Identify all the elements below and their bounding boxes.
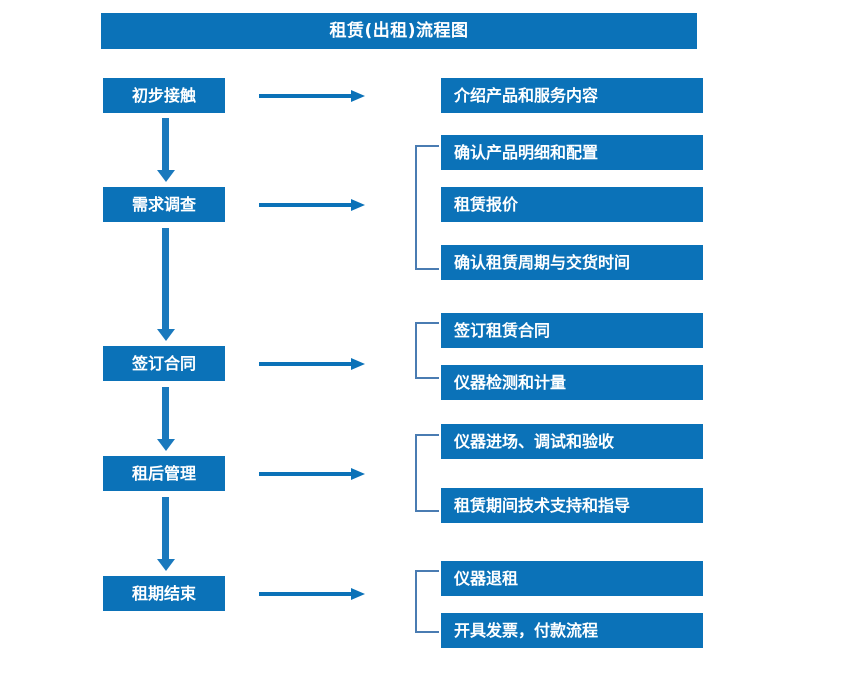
arrow-head-down-icon [157, 559, 175, 571]
stage-box-2[interactable]: 需求调查 [103, 187, 225, 222]
chart-title-banner: 租赁(出租)流程图 [101, 13, 697, 49]
group-bracket-3 [415, 434, 439, 512]
detail-label: 介绍产品和服务内容 [454, 85, 599, 105]
arrow-head-down-icon [157, 170, 175, 182]
detail-box-1[interactable]: 介绍产品和服务内容 [441, 78, 703, 113]
vertical-arrow-1 [157, 118, 175, 182]
page-title: 租赁(出租)流程图 [329, 20, 469, 41]
detail-label: 仪器检测和计量 [454, 372, 567, 392]
vertical-arrow-3 [157, 387, 175, 451]
detail-box-9[interactable]: 仪器退租 [441, 561, 703, 596]
detail-box-3[interactable]: 租赁报价 [441, 187, 703, 222]
arrow-head-right-icon [351, 90, 365, 102]
arrow-head-down-icon [157, 439, 175, 451]
detail-label: 仪器进场、调试和验收 [454, 431, 615, 451]
stage-box-4[interactable]: 租后管理 [103, 456, 225, 491]
stage-box-3[interactable]: 签订合同 [103, 346, 225, 381]
arrow-shaft [259, 362, 351, 366]
horizontal-arrow-5 [259, 587, 365, 601]
group-bracket-1 [415, 145, 439, 270]
group-bracket-2 [415, 322, 439, 379]
horizontal-arrow-4 [259, 467, 365, 481]
detail-box-8[interactable]: 租赁期间技术支持和指导 [441, 488, 703, 523]
vertical-arrow-4 [157, 497, 175, 571]
detail-box-6[interactable]: 仪器检测和计量 [441, 365, 703, 400]
detail-box-4[interactable]: 确认租赁周期与交货时间 [441, 245, 703, 280]
horizontal-arrow-3 [259, 357, 365, 371]
stage-label: 租后管理 [131, 463, 196, 483]
arrow-shaft [162, 497, 169, 559]
stage-label: 租期结束 [131, 583, 196, 603]
detail-box-5[interactable]: 签订租赁合同 [441, 313, 703, 348]
detail-label: 开具发票，付款流程 [454, 620, 599, 640]
detail-box-7[interactable]: 仪器进场、调试和验收 [441, 424, 703, 459]
stage-label: 初步接触 [131, 85, 196, 105]
detail-box-2[interactable]: 确认产品明细和配置 [441, 135, 703, 170]
horizontal-arrow-1 [259, 89, 365, 103]
arrow-shaft [259, 592, 351, 596]
stage-label: 签订合同 [131, 353, 196, 373]
arrow-head-right-icon [351, 588, 365, 600]
horizontal-arrow-2 [259, 198, 365, 212]
detail-label: 确认租赁周期与交货时间 [454, 252, 631, 272]
arrow-head-right-icon [351, 468, 365, 480]
stage-box-1[interactable]: 初步接触 [103, 78, 225, 113]
arrow-shaft [259, 472, 351, 476]
arrow-shaft [162, 228, 169, 329]
vertical-arrow-2 [157, 228, 175, 341]
arrow-shaft [259, 203, 351, 207]
stage-box-5[interactable]: 租期结束 [103, 576, 225, 611]
detail-box-10[interactable]: 开具发票，付款流程 [441, 613, 703, 648]
arrow-head-right-icon [351, 199, 365, 211]
detail-label: 租赁期间技术支持和指导 [454, 495, 631, 515]
arrow-shaft [259, 94, 351, 98]
detail-label: 签订租赁合同 [454, 320, 551, 340]
arrow-shaft [162, 387, 169, 439]
stage-label: 需求调查 [131, 194, 196, 214]
detail-label: 仪器退租 [454, 568, 519, 588]
arrow-head-down-icon [157, 329, 175, 341]
group-bracket-4 [415, 570, 439, 633]
arrow-shaft [162, 118, 169, 170]
arrow-head-right-icon [351, 358, 365, 370]
detail-label: 租赁报价 [454, 194, 519, 214]
detail-label: 确认产品明细和配置 [454, 142, 599, 162]
